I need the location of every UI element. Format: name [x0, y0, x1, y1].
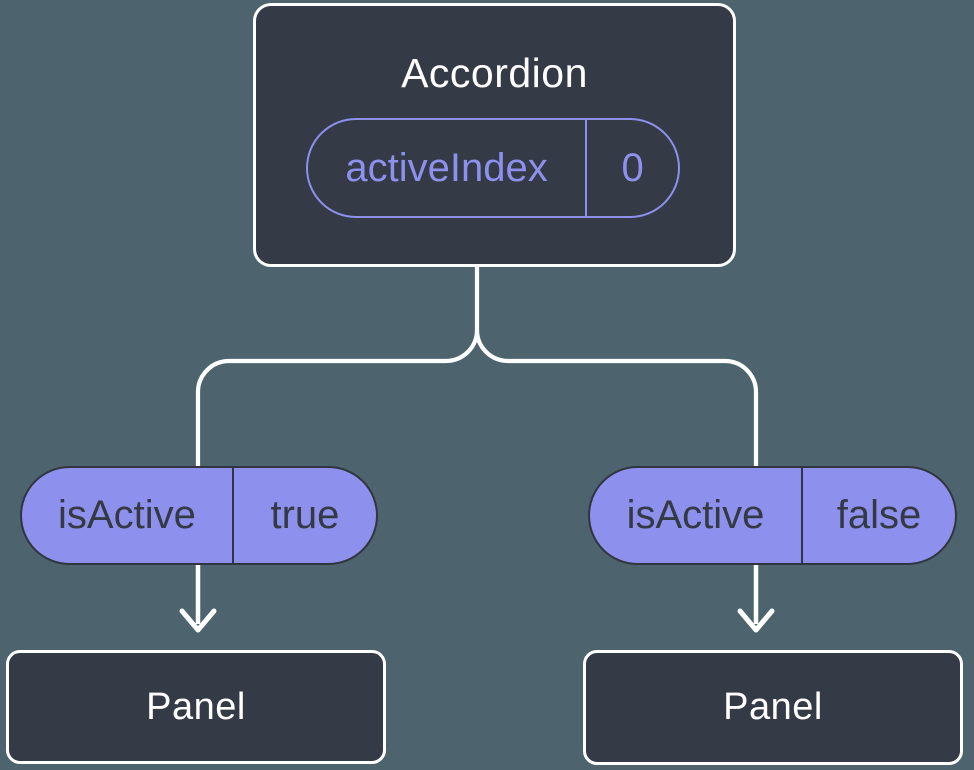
panel-node-right: Panel — [583, 650, 963, 765]
prop-pill-isactive-true: isActive true — [20, 466, 378, 565]
accordion-title: Accordion — [401, 50, 588, 96]
panel-node-left: Panel — [6, 650, 386, 764]
prop-value-label: false — [836, 493, 922, 537]
state-value-label: 0 — [621, 145, 644, 190]
prop-pill-isactive-false: isActive false — [588, 466, 957, 565]
arrow-down-right-icon — [737, 608, 775, 633]
prop-name-label: isActive — [590, 468, 803, 563]
connector-branch-left — [195, 329, 480, 468]
panel-title: Panel — [723, 686, 823, 728]
connector-branch-right — [474, 329, 759, 468]
arrow-down-left-icon — [179, 608, 217, 633]
state-name-label: activeIndex — [308, 120, 588, 216]
state-pill: activeIndex 0 — [306, 118, 680, 218]
accordion-node: Accordion activeIndex 0 — [253, 3, 736, 267]
panel-title: Panel — [146, 685, 246, 728]
prop-name-label: isActive — [22, 468, 234, 563]
prop-value-label: true — [270, 493, 340, 537]
